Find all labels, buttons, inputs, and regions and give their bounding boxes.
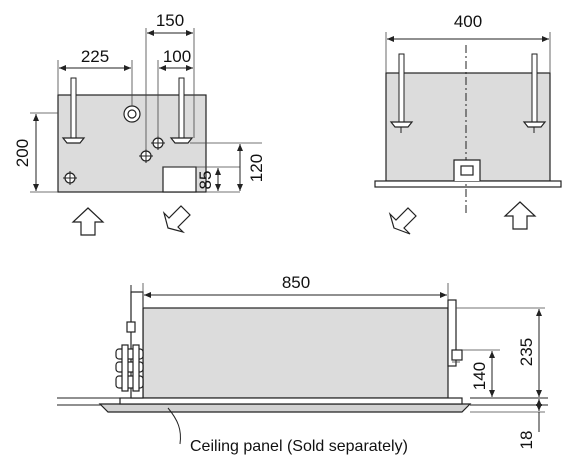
crosshair-marker-c [151, 136, 165, 150]
ceiling-panel-caption: Ceiling panel (Sold separately) [190, 438, 408, 455]
base-plate [374, 180, 562, 188]
crosshair-marker-a [63, 171, 77, 185]
drain-box [162, 166, 197, 193]
down-left-arrow-icon [388, 207, 417, 235]
dim-18: 18 [517, 431, 536, 450]
dim-85: 85 [196, 171, 215, 190]
up-arrow-icon [503, 201, 537, 230]
unit-body-long [142, 307, 449, 399]
hanger-rod-right [169, 77, 194, 144]
front-rod-right [522, 53, 547, 133]
down-left-arrow-icon [162, 205, 191, 234]
side-view-bottom: 850 235 140 18 Ceiling panel (Sold separ… [57, 273, 548, 455]
hanger-rod-left [61, 77, 86, 144]
dim-225: 225 [81, 47, 109, 66]
crosshair-marker-b [139, 149, 153, 163]
dim-100: 100 [163, 47, 191, 66]
ceiling-panel [98, 403, 472, 413]
dim-850: 850 [282, 273, 310, 292]
unit-body-front [385, 72, 551, 182]
front-view-right: 400 [374, 12, 562, 235]
dim-120: 120 [247, 154, 266, 182]
caption-leader [167, 407, 181, 445]
dim-140: 140 [470, 362, 489, 390]
pipe-fittings [115, 344, 144, 392]
dim-150: 150 [156, 11, 184, 30]
port-core [127, 109, 137, 119]
dim-235: 235 [517, 338, 536, 366]
right-bracket [447, 299, 457, 367]
side-view-left: 225 150 100 200 85 120 [13, 11, 266, 236]
up-arrow-icon [71, 207, 105, 236]
dim-400: 400 [454, 12, 482, 31]
front-rod-left [389, 53, 414, 133]
dim-200: 200 [13, 139, 32, 167]
